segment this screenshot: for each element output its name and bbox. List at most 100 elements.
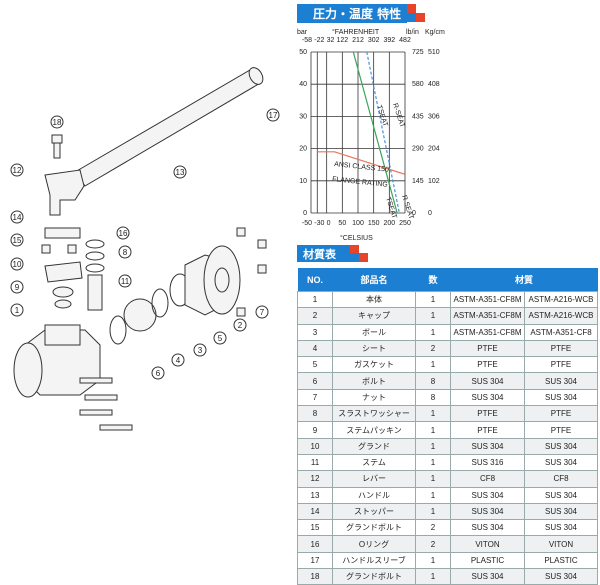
cell-material-1: SUS 304 [450,486,525,504]
cell-no: 11 [297,453,333,472]
callout-4: 4 [171,353,185,367]
cell-material-2: SUS 304 [523,519,599,537]
cell-part-name: ガスケット [332,356,416,374]
cell-material-1: SUS 304 [450,437,525,455]
cell-material-2: SUS 304 [523,372,599,390]
y2-tick-label: 145 [412,178,424,185]
chart-annotation: R-SEAT [391,102,406,129]
cell-no: 2 [297,307,333,325]
callout-label: 9 [15,283,20,292]
title-red-square [416,13,425,22]
x2-tick-label: 32 [327,37,335,44]
cell-part-name: 本体 [332,290,416,309]
cell-qty: 1 [415,486,451,504]
y3-axis-label: Kg/cm [425,29,445,36]
ball [123,298,157,332]
bolt-18 [51,134,63,159]
callout-label: 6 [156,369,161,378]
callout-circle [118,245,132,259]
x2-tick-label: 302 [368,37,380,44]
cell-material-1: SUS 304 [450,502,525,521]
stem [87,274,103,311]
cell-no: 8 [297,405,333,423]
cell-qty: 1 [415,502,451,521]
callout-2: 2 [233,318,247,332]
y3-tick-label: 306 [428,113,440,120]
cell-no: 18 [297,568,333,585]
cell-qty: 1 [415,453,451,472]
x-tick-label: 50 [338,220,346,227]
callout-17: 17 [266,108,280,122]
cell-material-1: PTFE [450,421,525,439]
callout-6: 6 [151,366,165,380]
cell-material-2: PTFE [523,339,599,358]
cell-qty: 1 [415,307,451,325]
cell-no: 5 [297,356,333,374]
y-tick-label: 40 [299,81,307,88]
callout-10: 10 [10,257,24,271]
cell-qty: 1 [415,421,451,439]
header-qty: 数 [415,268,451,292]
cell-material-1: ASTM-A351-CF8M [450,290,525,309]
cell-qty: 1 [415,470,451,488]
callout-12: 12 [10,163,24,177]
cell-material-1: ASTM-A351-CF8M [450,307,525,325]
cell-part-name: ボール [332,323,416,341]
cell-part-name: グランド [332,437,416,455]
cell-part-name: レバー [332,470,416,488]
title-red-square [350,245,359,254]
callout-label: 1 [15,306,20,315]
cell-part-name: スラストワッシャー [332,405,416,423]
cell-material-2: ASTM-A216-WCB [523,307,599,325]
cell-material-2: SUS 304 [523,437,599,455]
cell-material-2: SUS 304 [523,502,599,521]
cell-material-1: PTFE [450,405,525,423]
y2-tick-label: 435 [412,113,424,120]
cell-material-2: PTFE [523,405,599,423]
callout-7: 7 [255,305,269,319]
y3-tick-label: 102 [428,178,440,185]
callout-circle [10,233,24,247]
cell-material-1: SUS 304 [450,568,525,585]
valve-body [13,324,101,398]
cell-material-1: ASTM-A351-CF8M [450,323,525,341]
callout-8: 8 [118,245,132,259]
callout-label: 4 [176,356,181,365]
callout-5: 5 [213,331,227,345]
gland [44,261,83,283]
cell-material-2: SUS 304 [523,486,599,504]
cell-part-name: ステムパッキン [332,421,416,439]
x-tick-label: 0 [327,220,331,227]
y2-tick-label: 0 [412,210,416,217]
x2-tick-label: 482 [399,37,411,44]
callout-circle [10,210,24,224]
y2-tick-label: 290 [412,146,424,153]
cell-material-1: SUS 304 [450,372,525,390]
table-header-row: NO. 部品名 数 材質 [297,268,598,292]
y-tick-label: 10 [299,178,307,185]
callout-11: 11 [118,274,132,288]
cell-material-1: VITON [450,535,525,553]
cap [184,245,241,316]
cell-material-1: SUS 304 [450,519,525,537]
callout-circle [151,366,165,380]
cell-part-name: グランドボルト [332,519,416,537]
cell-qty: 1 [415,323,451,341]
cell-qty: 1 [415,405,451,423]
y-axis-label: bar [297,29,308,36]
cell-qty: 1 [415,290,451,309]
stem-packing [52,286,74,309]
y-tick-label: 20 [299,146,307,153]
cell-no: 13 [297,486,333,504]
cell-material-2: SUS 304 [523,388,599,407]
y-tick-label: 0 [303,210,307,217]
